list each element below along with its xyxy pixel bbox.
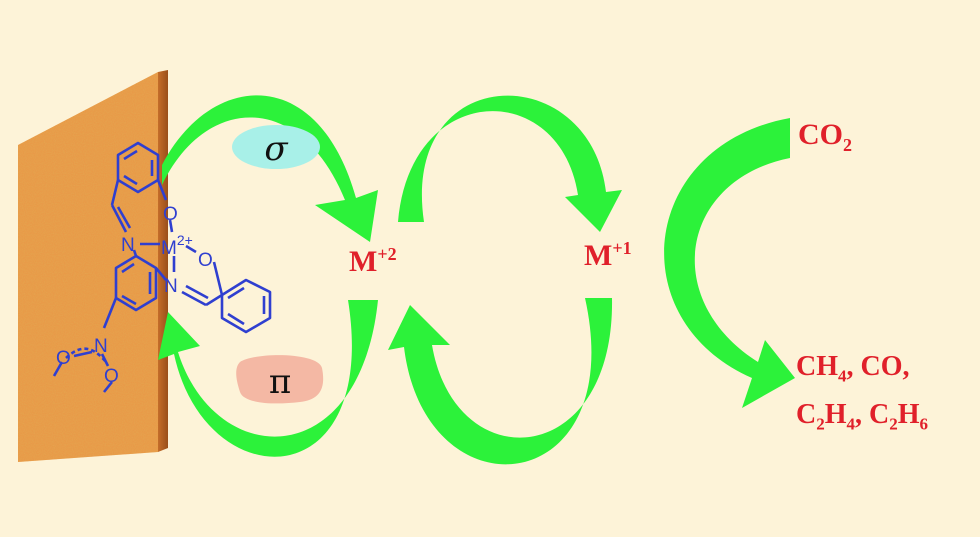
products-list: CH4, CO, C2H4, C2H6: [796, 348, 928, 443]
curved-arrow-icon: [158, 300, 378, 457]
molecule-atom-labels: O N M2+ O N N O O: [56, 204, 213, 387]
atom-n-bottom: N: [164, 276, 178, 297]
products-line-1: CH4, CO,: [796, 351, 910, 386]
benzene-ring-icon: [220, 278, 272, 334]
curved-arrow-icon: [398, 95, 622, 232]
pi-symbol: π: [269, 362, 291, 402]
reactant-co2: CO2: [798, 118, 852, 155]
atom-nitro-n: N: [94, 336, 108, 357]
products-line-2: C2H4, C2H6: [796, 398, 929, 434]
arrows: [158, 95, 795, 465]
atom-nitro-o-right: O: [104, 366, 119, 387]
curved-arrow-icon: [388, 298, 613, 465]
atom-nitro-o-left: O: [56, 348, 71, 369]
pi-badge: π: [236, 355, 324, 404]
curved-arrow-icon: [162, 95, 378, 242]
curved-arrow-icon: [664, 118, 795, 408]
sigma-symbol: σ: [264, 129, 288, 169]
sigma-badge: σ: [232, 125, 320, 169]
electrode-surface: [18, 70, 168, 462]
metal-complex-molecule: [52, 141, 272, 393]
species-m-plus1: M+1: [584, 238, 632, 272]
atom-o-top: O: [163, 204, 178, 225]
species-m-plus2: M+2: [349, 244, 397, 278]
atom-n-left: N: [121, 235, 135, 256]
atom-o-right: O: [198, 250, 213, 271]
atom-metal: M2+: [161, 232, 193, 259]
